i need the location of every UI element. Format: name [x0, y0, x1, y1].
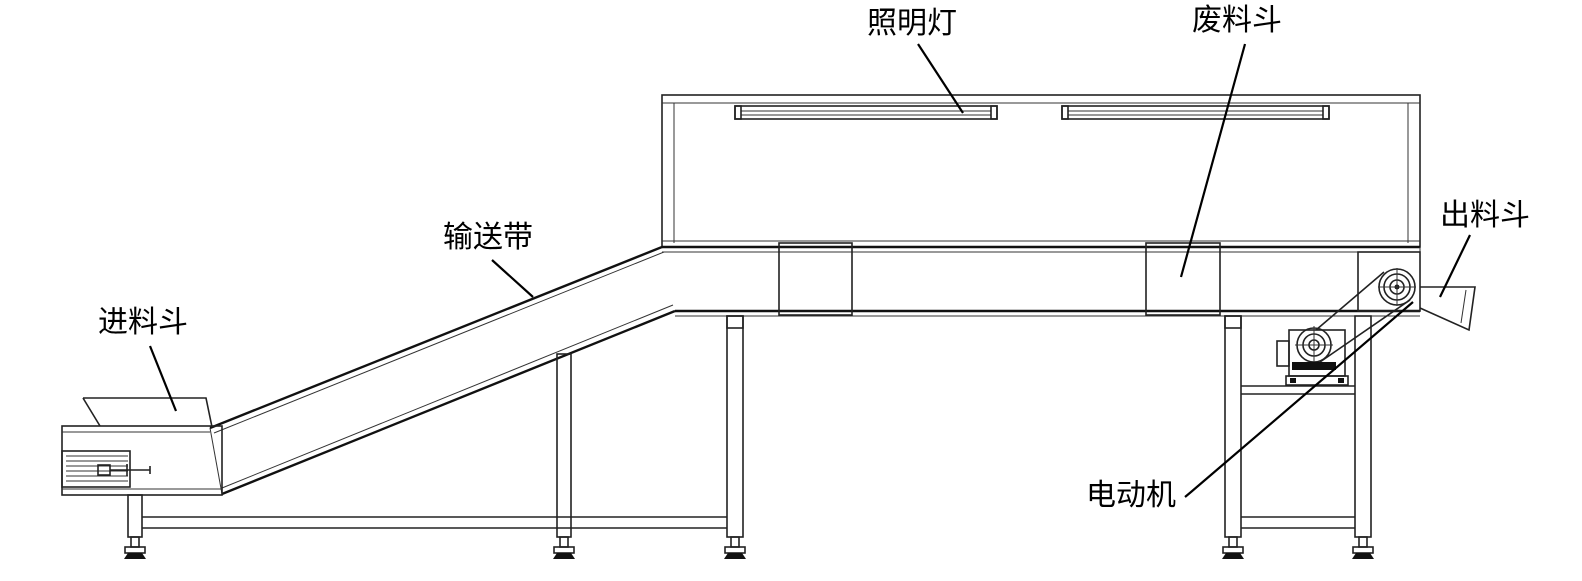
leader-electric-motor — [1184, 301, 1414, 498]
leader-discharge-hopper — [1439, 234, 1471, 298]
lighting-lamp-left — [734, 105, 998, 120]
support-leg-4 — [1222, 315, 1244, 559]
lower-cross-bars — [142, 385, 1355, 529]
discharge-hopper — [1419, 286, 1476, 332]
label-feed-hopper: 进料斗 — [98, 305, 188, 340]
support-leg-1 — [124, 494, 146, 559]
label-discharge-hopper: 出料斗 — [1440, 198, 1530, 233]
label-electric-motor: 电动机 — [1086, 478, 1176, 513]
leader-conveyor-belt — [491, 259, 534, 298]
inspection-cabinet — [661, 94, 1421, 248]
lighting-lamp-right — [1061, 105, 1330, 120]
leader-feed-hopper — [148, 345, 178, 412]
inclined-conveyor-belt — [209, 245, 676, 496]
leader-lighting-lamp — [917, 43, 964, 114]
leader-lines — [148, 43, 1471, 498]
label-waste-hopper: 废料斗 — [1192, 3, 1282, 38]
waste-hopper-left — [778, 242, 853, 316]
waste-hopper-right — [1145, 242, 1221, 316]
horizontal-conveyor — [662, 245, 1421, 317]
drive-belt — [1315, 271, 1411, 363]
support-leg-5 — [1352, 315, 1374, 559]
label-lighting-lamp: 照明灯 — [867, 6, 957, 41]
support-leg-3 — [724, 315, 746, 559]
feed-hopper — [61, 397, 223, 496]
leader-waste-hopper — [1179, 43, 1247, 278]
electric-motor — [1276, 326, 1349, 386]
support-leg-2 — [553, 353, 575, 559]
label-conveyor-belt: 输送带 — [443, 220, 533, 255]
drive-pulley — [1357, 251, 1421, 312]
